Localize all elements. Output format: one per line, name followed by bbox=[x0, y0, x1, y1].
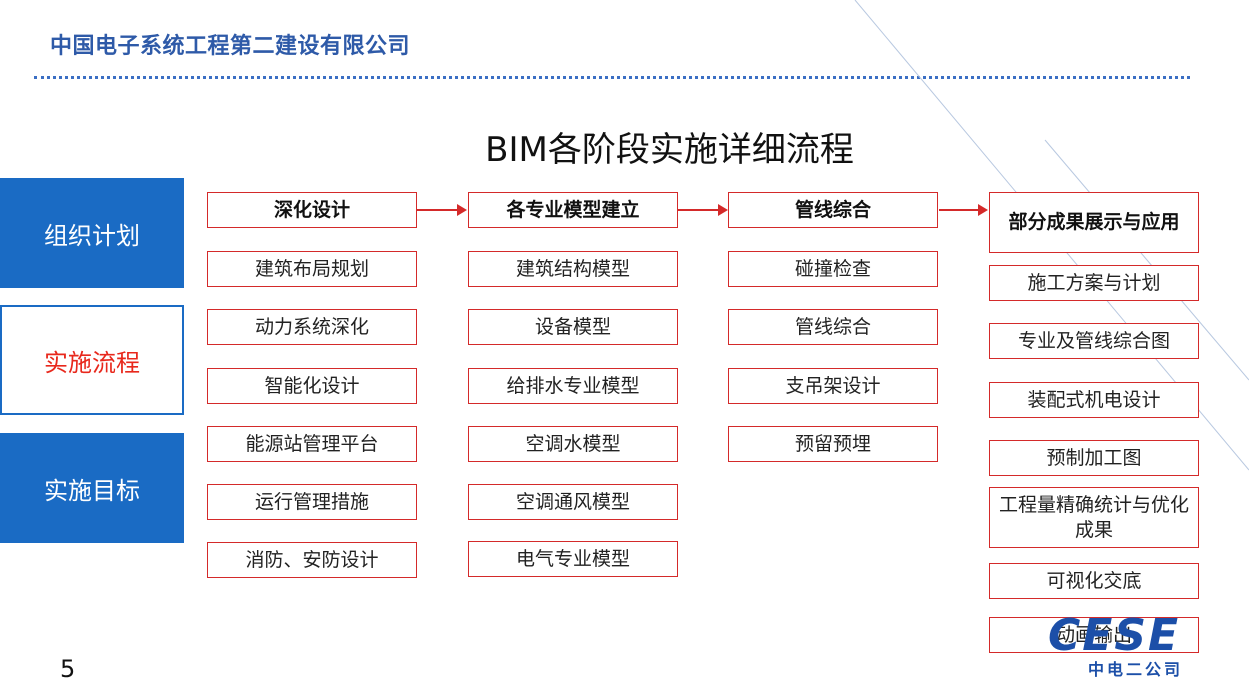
column-header-deepening-design: 深化设计 bbox=[207, 192, 417, 228]
logo-subtitle: 中电二公司 bbox=[1088, 660, 1184, 679]
list-item: 动力系统深化 bbox=[207, 309, 417, 345]
sidebar-item-plan[interactable]: 组织计划 bbox=[0, 178, 184, 288]
list-item: 给排水专业模型 bbox=[468, 368, 678, 404]
list-item: 空调通风模型 bbox=[468, 484, 678, 520]
list-item: 可视化交底 bbox=[989, 563, 1199, 599]
list-item: 空调水模型 bbox=[468, 426, 678, 462]
logo-mark: CESE bbox=[1048, 610, 1181, 661]
page-title: BIM各阶段实施详细流程 bbox=[485, 130, 854, 170]
column-header-results: 部分成果展示与应用 bbox=[989, 192, 1199, 253]
flow-arrow bbox=[678, 204, 728, 216]
page-number: 5 bbox=[60, 655, 76, 683]
sidebar-item-process[interactable]: 实施流程 bbox=[0, 305, 184, 415]
list-item: 能源站管理平台 bbox=[207, 426, 417, 462]
flow-arrow bbox=[417, 204, 467, 216]
list-item: 工程量精确统计与优化成果 bbox=[989, 487, 1199, 548]
list-item: 电气专业模型 bbox=[468, 541, 678, 577]
column-header-model-building: 各专业模型建立 bbox=[468, 192, 678, 228]
list-item: 专业及管线综合图 bbox=[989, 323, 1199, 359]
list-item: 施工方案与计划 bbox=[989, 265, 1199, 301]
list-item: 碰撞检查 bbox=[728, 251, 938, 287]
header-divider bbox=[34, 76, 1190, 79]
list-item: 动画输出 bbox=[989, 617, 1199, 653]
list-item: 设备模型 bbox=[468, 309, 678, 345]
company-name: 中国电子系统工程第二建设有限公司 bbox=[50, 34, 411, 59]
list-item: 建筑布局规划 bbox=[207, 251, 417, 287]
list-item: 支吊架设计 bbox=[728, 368, 938, 404]
list-item: 管线综合 bbox=[728, 309, 938, 345]
flow-arrow bbox=[939, 204, 988, 216]
list-item: 预制加工图 bbox=[989, 440, 1199, 476]
list-item: 运行管理措施 bbox=[207, 484, 417, 520]
list-item: 装配式机电设计 bbox=[989, 382, 1199, 418]
list-item: 建筑结构模型 bbox=[468, 251, 678, 287]
list-item: 预留预埋 bbox=[728, 426, 938, 462]
company-logo: CESE 中电二公司 bbox=[1048, 610, 1228, 682]
list-item: 消防、安防设计 bbox=[207, 542, 417, 578]
sidebar-item-goals[interactable]: 实施目标 bbox=[0, 433, 184, 543]
column-header-pipeline-integration: 管线综合 bbox=[728, 192, 938, 228]
list-item: 智能化设计 bbox=[207, 368, 417, 404]
